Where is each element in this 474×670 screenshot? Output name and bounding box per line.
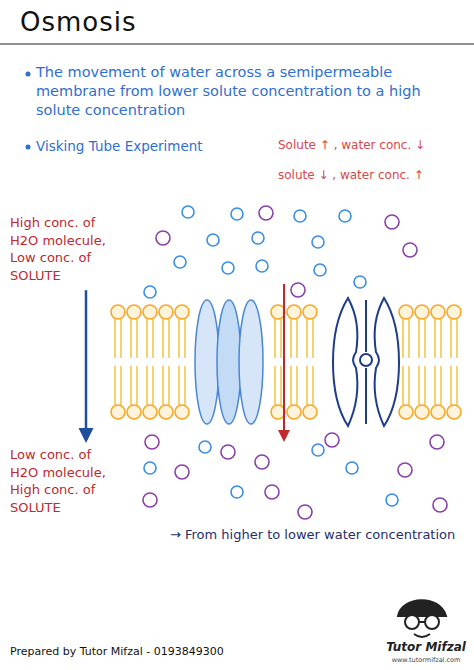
title-underline [0, 43, 474, 44]
region-label: Low conc. of H2O molecule, High conc. of… [10, 446, 118, 516]
title: Osmosis [20, 6, 137, 40]
direction-note: → From higher to lower water concentrati… [170, 527, 470, 544]
bullet [26, 72, 31, 77]
flow-arrow [85, 290, 88, 440]
region-label: High conc. of H2O molecule, Low conc. of… [10, 214, 118, 284]
channel-protein [195, 300, 263, 424]
relation-note: Solute ↑ , water conc. ↓ [278, 138, 468, 154]
experiment-note: Visking Tube Experiment [36, 138, 256, 156]
osmosis-arrow [278, 284, 290, 442]
aquaporin [333, 298, 399, 426]
logo-text: Tutor Mifzal [380, 640, 472, 656]
molecules [143, 206, 447, 519]
logo-url: www.tutormifzal.com [380, 656, 472, 664]
text-region: High conc. of H2O molecule, Low conc. of… [10, 214, 118, 284]
footer-credit: Prepared by Tutor Mifzal - 0193849300 [10, 645, 330, 659]
phospholipid-bilayer [111, 305, 461, 419]
text-region: Low conc. of H2O molecule, High conc. of… [10, 446, 118, 516]
logo-face [398, 600, 446, 637]
definition-text: The movement of water across a semiperme… [36, 63, 456, 120]
bullet [26, 145, 31, 150]
relation-note: solute ↓ , water conc. ↑ [278, 168, 468, 184]
